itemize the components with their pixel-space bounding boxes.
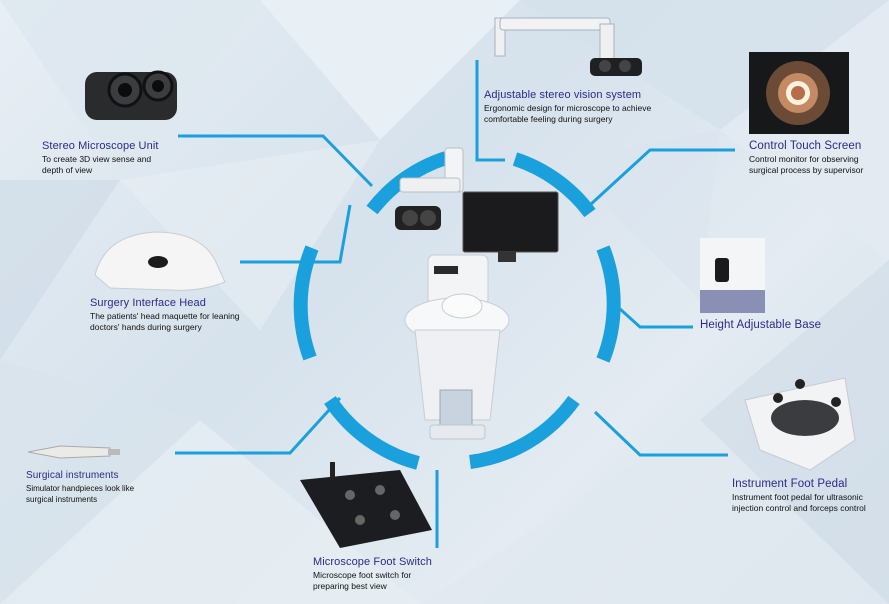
component-title: Stereo Microscope Unit: [42, 140, 159, 152]
component-title: Microscope Foot Switch: [313, 556, 432, 568]
component-title: Control Touch Screen: [749, 140, 862, 152]
component-title: Adjustable stereo vision system: [484, 89, 642, 101]
description-line: Microscope foot switch for: [313, 570, 412, 580]
component-stereo-vision: Adjustable stereo vision system Ergonomi…: [484, 89, 651, 125]
component-foot-switch: Microscope Foot Switch Microscope foot s…: [313, 556, 432, 592]
description-line: surgical process by supervisor: [749, 165, 864, 175]
description-line: To create 3D view sense and: [42, 154, 152, 164]
foot-switch-icon: [300, 462, 432, 548]
component-description: Control monitor for observing surgical p…: [749, 154, 863, 176]
mannequin-head-icon: [94, 231, 226, 291]
foot-pedal-icon: [744, 377, 856, 471]
stereo-microscope-icon: [85, 70, 177, 120]
component-height-base: Height Adjustable Base: [700, 319, 821, 331]
stereo-vision-arm-icon: [494, 17, 642, 76]
height-base-icon: [700, 238, 765, 313]
component-description: Microscope foot switch for preparing bes…: [313, 570, 432, 592]
component-surgery-head: Surgery Interface Head The patients' hea…: [90, 297, 240, 333]
control-touch-screen-icon: [749, 52, 849, 134]
component-stereo-microscope: Stereo Microscope Unit To create 3D view…: [42, 140, 159, 176]
component-description: Ergonomic design for microscope to achie…: [484, 103, 651, 125]
component-surgical-instruments: Surgical instruments Simulator handpiece…: [26, 470, 134, 505]
simulator-device-icon: [395, 147, 559, 440]
description-line: Control monitor for observing: [749, 154, 859, 164]
component-foot-pedal: Instrument Foot Pedal Instrument foot pe…: [732, 478, 866, 514]
description-line: surgical instruments: [26, 495, 98, 504]
connector-lines: [175, 60, 735, 548]
description-line: comfortable feeling during surgery: [484, 114, 613, 124]
surgical-instrument-icon: [27, 445, 120, 459]
component-title: Height Adjustable Base: [700, 319, 822, 331]
description-line: Simulator handpieces look like: [26, 484, 135, 493]
component-title: Surgery Interface Head: [90, 297, 206, 309]
description-line: injection control and forceps control: [732, 503, 866, 513]
description-line: Instrument foot pedal for ultrasonic: [732, 492, 863, 502]
component-description: Simulator handpieces look like surgical …: [26, 483, 134, 505]
component-control-touch: Control Touch Screen Control monitor for…: [749, 140, 863, 176]
description-line: The patients' head maquette for leaning: [90, 311, 240, 321]
component-description: To create 3D view sense and depth of vie…: [42, 154, 159, 176]
component-title: Surgical instruments: [26, 470, 119, 481]
description-line: doctors' hands during surgery: [90, 322, 202, 332]
description-line: preparing best view: [313, 581, 387, 591]
component-description: Instrument foot pedal for ultrasonic inj…: [732, 492, 866, 514]
component-title: Instrument Foot Pedal: [732, 478, 848, 490]
description-line: depth of view: [42, 165, 93, 175]
component-description: The patients' head maquette for leaning …: [90, 311, 240, 333]
description-line: Ergonomic design for microscope to achie…: [484, 103, 652, 113]
